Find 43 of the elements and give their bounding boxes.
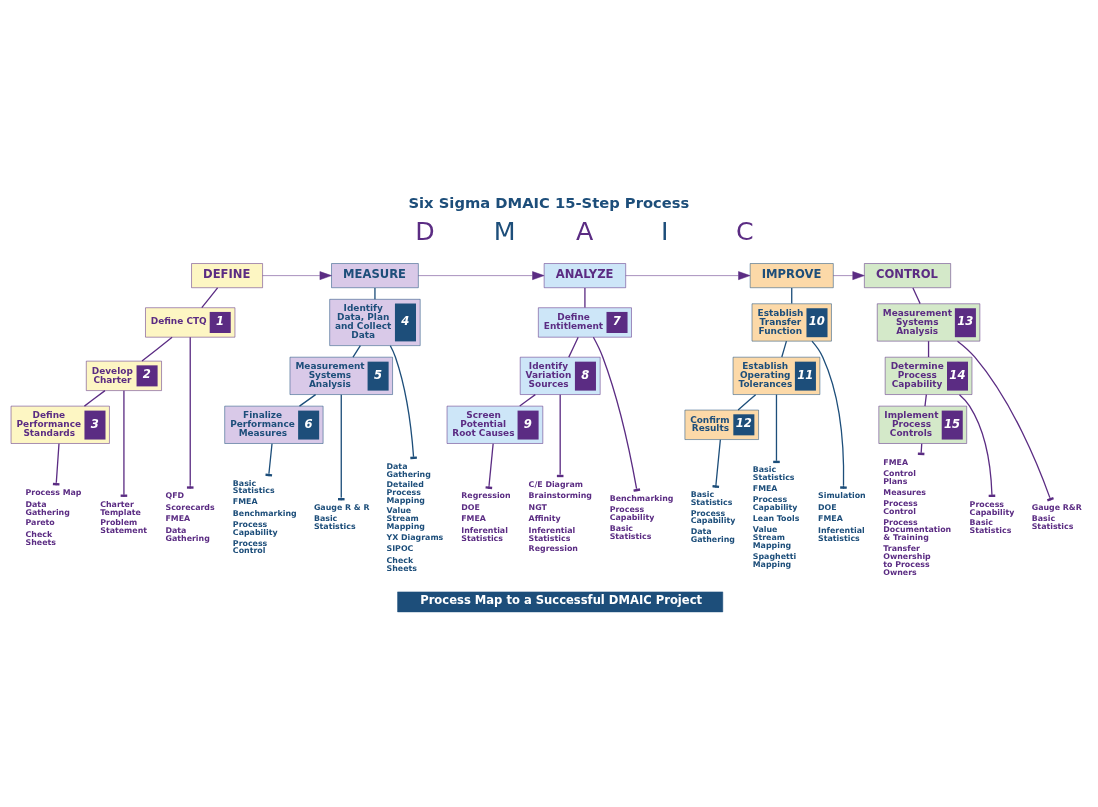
node-box: Develop Charter 2 [86, 360, 162, 391]
node-box: DEFINE [191, 263, 263, 288]
arrow [262, 271, 332, 280]
node-box: Identify Variation Sources 8 [519, 356, 601, 395]
connector [298, 393, 317, 407]
connector [83, 389, 106, 407]
node-box: IMPROVE [749, 263, 834, 288]
arrow [418, 271, 545, 280]
label: I [660, 217, 669, 247]
diagram-title: Six Sigma DMAIC 15-Step Process [408, 194, 690, 212]
label: D [415, 217, 435, 247]
node-box: Screen Potential Root Causes 9 [446, 405, 544, 444]
connector [912, 287, 921, 305]
node-box: Define Entitlement 7 [538, 307, 632, 338]
label: C [735, 217, 754, 247]
connector [568, 336, 579, 358]
connector [924, 393, 927, 407]
connector [712, 439, 721, 489]
connector [389, 345, 417, 460]
node-box: CONTROL [864, 263, 951, 288]
connector [811, 340, 847, 490]
connector [141, 336, 173, 362]
connector [374, 287, 376, 300]
connector [186, 336, 194, 490]
connector [201, 287, 219, 309]
label: M [493, 217, 516, 247]
node-box: Identify Data, Plan and Collect Data 4 [329, 299, 421, 346]
connector [519, 393, 536, 407]
label: A [575, 217, 594, 247]
caption: Process Map to a Successful DMAIC Project [420, 593, 703, 608]
connector [352, 344, 362, 358]
arrow [833, 271, 865, 280]
node-box: Finalize Performance Measures 6 [224, 405, 324, 444]
node-box: Define Performance Standards 3 [10, 405, 110, 444]
node-box: Define CTQ 1 [145, 307, 236, 338]
node-box: MEASURE [331, 263, 419, 288]
node-box: Measurement Systems Analysis 5 [289, 356, 393, 395]
connector [956, 340, 1054, 502]
node-box: ANALYZE [543, 263, 626, 288]
connector [737, 393, 757, 411]
connector [781, 340, 788, 358]
arrow [625, 271, 751, 280]
connector [584, 287, 586, 309]
